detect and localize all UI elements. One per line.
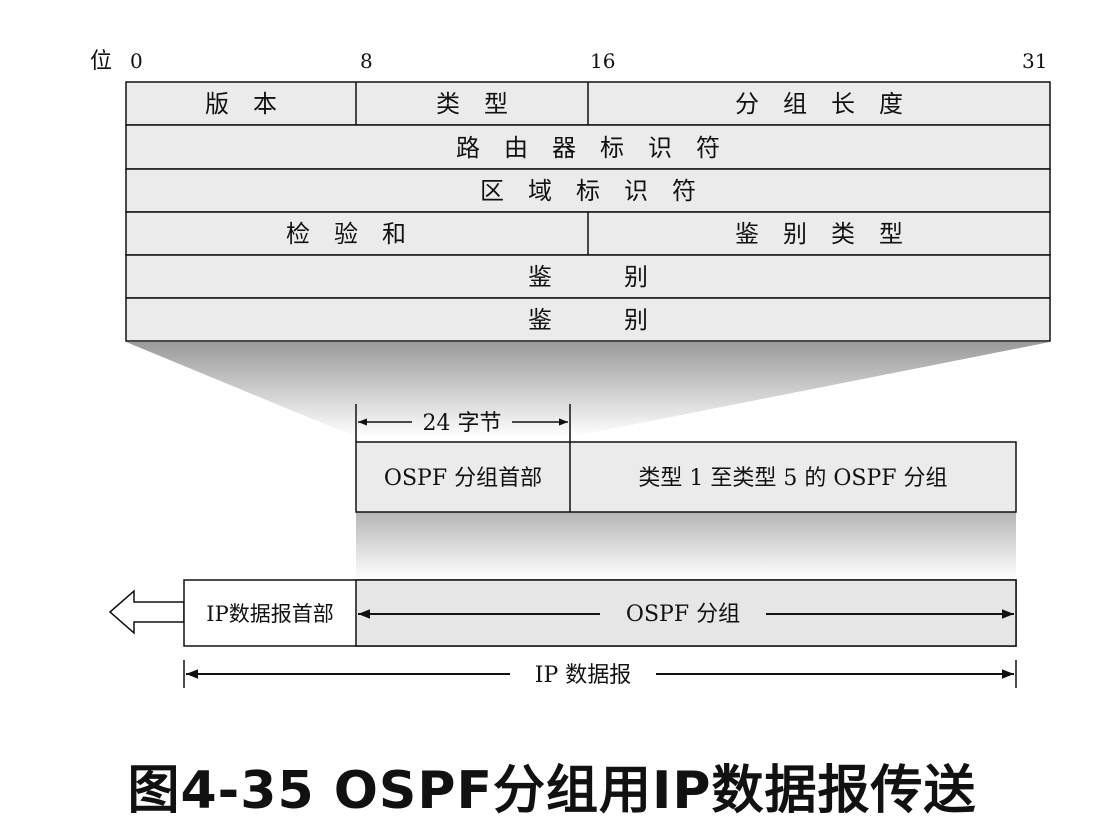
field-area-id: 区 域 标 识 符 <box>480 177 696 205</box>
bit-16: 16 <box>590 49 615 73</box>
field-auth-1: 鉴 别 <box>528 263 648 291</box>
ip-header-label: IP数据报首部 <box>206 602 333 626</box>
field-router-id: 路 由 器 标 识 符 <box>456 134 720 162</box>
left-hollow-arrow-icon <box>108 589 185 635</box>
ospf-span-label: OSPF 分组 <box>626 602 740 627</box>
field-checksum: 检 验 和 <box>286 220 406 248</box>
shaft-shade <box>356 512 1016 580</box>
row-6 <box>125 297 1051 342</box>
field-auth-2: 鉴 别 <box>528 306 648 334</box>
ospf-header-table: 版 本 类 型 分 组 长 度 路 由 器 标 识 符 区 域 标 识 符 检 … <box>125 81 1051 342</box>
row-2 <box>125 124 1051 170</box>
size-dimension: 24 字节 <box>355 404 571 442</box>
ip-datagram-dimension: IP 数据报 <box>183 660 1017 688</box>
bit-8: 8 <box>360 49 373 73</box>
row-3 <box>125 168 1051 213</box>
size-label: 24 字节 <box>423 411 502 436</box>
ip-datagram: IP数据报首部 OSPF 分组 <box>183 579 1017 647</box>
bit-31: 31 <box>1022 49 1047 73</box>
ospf-packet: OSPF 分组首部 类型 1 至类型 5 的 OSPF 分组 <box>355 441 1017 513</box>
bit-0: 0 <box>130 49 143 73</box>
figure-caption: 图4-35 OSPF分组用IP数据报传送 <box>127 761 977 821</box>
field-type: 类 型 <box>436 90 508 118</box>
field-version: 版 本 <box>205 90 277 118</box>
ospf-packet-body: 类型 1 至类型 5 的 OSPF 分组 <box>638 466 947 491</box>
field-auth-type: 鉴 别 类 型 <box>735 220 903 248</box>
funnel-shade <box>126 342 1050 437</box>
ospf-packet-header: OSPF 分组首部 <box>384 466 542 491</box>
field-packet-length: 分 组 长 度 <box>735 90 903 118</box>
bit-label: 位 <box>90 49 112 74</box>
datagram-span-label: IP 数据报 <box>535 663 632 688</box>
